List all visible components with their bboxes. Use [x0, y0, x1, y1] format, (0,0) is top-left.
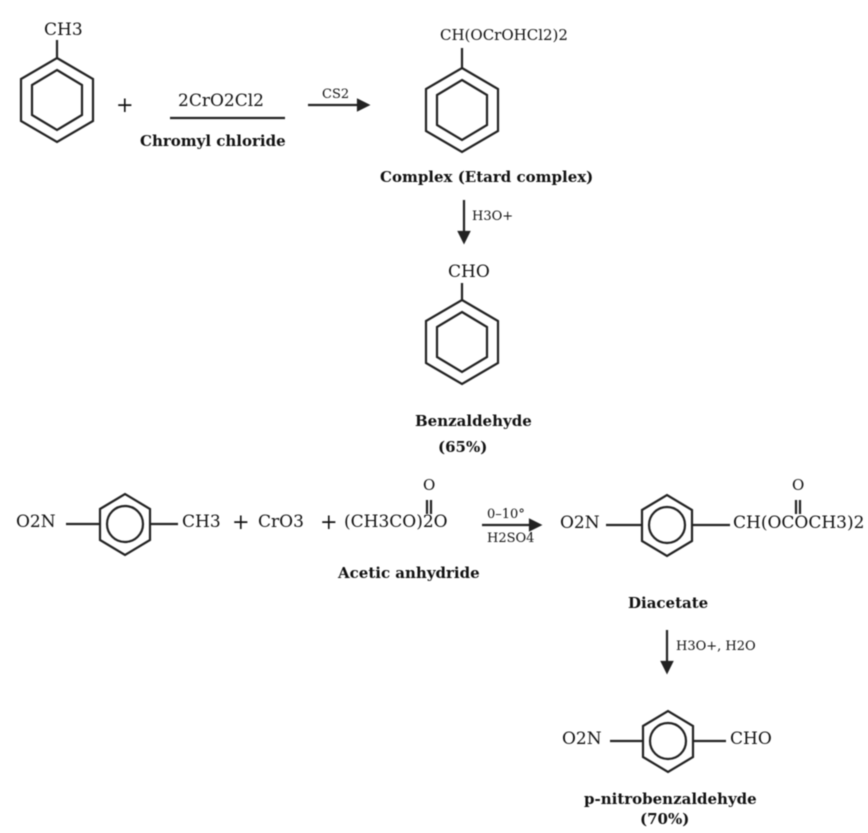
- product-nitro: O2N: [562, 729, 602, 749]
- anhydride-formula: (CH3CO)2O: [344, 512, 448, 532]
- benzaldehyde-substituent: CHO: [448, 262, 490, 282]
- diacetate-chain: CH(OCOCH3)2: [733, 513, 865, 533]
- complex-formula: CH(OCrOHCl2)2: [440, 26, 568, 44]
- plus-sign-3: +: [320, 510, 338, 534]
- nitrobenzaldehyde-ring: [610, 709, 726, 774]
- complex-name: Complex (Etard complex): [380, 168, 594, 186]
- hydrolysis-reagent-2: H3O+, H2O: [676, 639, 756, 654]
- hydrolysis-arrow-2: [660, 630, 674, 675]
- reagent-name: Chromyl chloride: [140, 132, 286, 150]
- plus-sign-2: +: [232, 510, 250, 534]
- methyl-group: CH3: [182, 512, 221, 532]
- toluene-ring: [19, 40, 95, 144]
- diacetate-name: Diacetate: [628, 594, 709, 612]
- plus-sign-1: +: [116, 93, 134, 117]
- anhydride-oxygen: O: [423, 476, 436, 494]
- reaction-arrow-2: [482, 518, 543, 532]
- diacetate-ring: [606, 493, 730, 558]
- arrow-reagent-1: CS2: [322, 87, 350, 102]
- anhydride-name: Acetic anhydride: [338, 564, 480, 582]
- hydrolysis-arrow-1: [457, 200, 471, 245]
- diacetate-oxygen: O: [792, 476, 805, 494]
- product-name: p-nitrobenzaldehyde: [584, 790, 757, 808]
- benzaldehyde-ring: [424, 283, 500, 386]
- reagent-formula: 2CrO2Cl2: [178, 91, 264, 111]
- arrow2-bottom-reagent: H2SO4: [487, 531, 535, 546]
- product-aldehyde: CHO: [730, 729, 772, 749]
- diacetate-nitro: O2N: [560, 513, 600, 533]
- benzaldehyde-code: (65%): [438, 438, 488, 456]
- reaction-arrow-1: [308, 98, 371, 112]
- toluene-substituent: CH3: [44, 20, 83, 40]
- hydrolysis-reagent-1: H3O+: [472, 209, 514, 224]
- complex-ring: [424, 48, 500, 154]
- product-code: (70%): [640, 810, 690, 828]
- arrow2-top-condition: 0–10°: [487, 507, 525, 522]
- benzaldehyde-name: Benzaldehyde: [415, 412, 532, 430]
- nitro-group-left: O2N: [16, 512, 56, 532]
- nitrotoluene-ring: [66, 492, 178, 557]
- cro3-formula: CrO3: [258, 512, 304, 532]
